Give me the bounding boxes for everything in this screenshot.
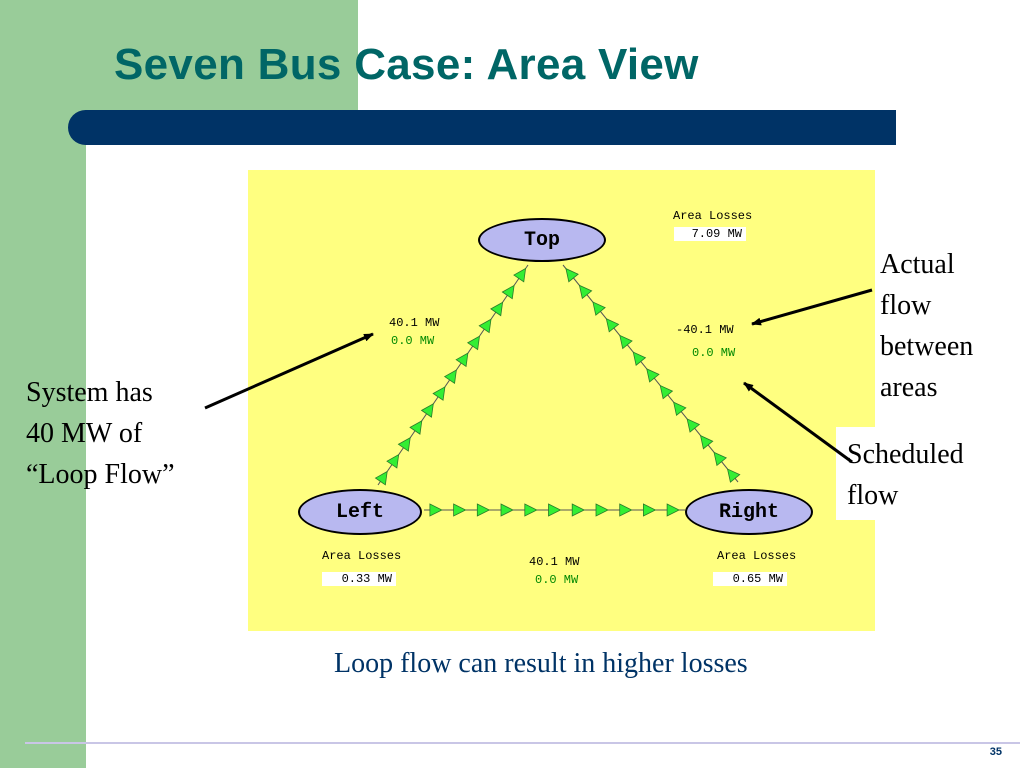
flow-top-right-arrow: [632, 351, 647, 366]
flow-top-right-arrow: [578, 284, 593, 300]
flow-left-right-arrow: [429, 503, 443, 517]
flow-left-top-arrow: [409, 420, 423, 435]
title-bar: [68, 110, 896, 145]
flow-left-top-arrow: [455, 352, 469, 368]
flow-top-right-arrow: [619, 334, 633, 350]
area-node-left[interactable]: Left: [298, 489, 422, 535]
flow-left-top-arrow: [420, 403, 434, 418]
flow-top-right-arrow: [673, 401, 687, 417]
actual-flow-annotation: Actual flow between areas: [880, 244, 973, 408]
flow-left-top-arrow: [513, 267, 527, 283]
flow-left-top-arrow: [386, 453, 400, 469]
flow-left-top-arrow: [490, 301, 504, 317]
flow-top-right-scheduled: 0.0 MW: [692, 346, 736, 360]
scheduled-flow-line-1: Scheduled: [847, 439, 964, 470]
top-losses-label: Area Losses: [673, 209, 753, 223]
flow-left-top-arrow: [467, 335, 480, 351]
flow-left-right-arrow: [595, 503, 609, 517]
footer-divider: [25, 742, 1020, 744]
flow-top-right-arrow: [646, 368, 660, 383]
flow-left-right-arrow: [548, 503, 562, 517]
loop-flow-annotation: System has 40 MW of “Loop Flow”: [26, 372, 175, 495]
flow-left-top-arrow: [478, 318, 492, 334]
scheduled-flow-line-2: flow: [847, 480, 899, 511]
flow-left-top-arrow: [443, 369, 457, 385]
scheduled-flow-box: [836, 427, 996, 520]
flow-left-top-actual: 40.1 MW: [389, 316, 440, 330]
left-losses-label: Area Losses: [322, 549, 402, 563]
area-node-right-label: Right: [718, 500, 779, 524]
actual-flow-line-4: areas: [880, 372, 938, 403]
actual-flow-line-1: Actual: [880, 249, 955, 280]
content-corner: [86, 145, 116, 175]
top-losses-value: 7.09 MW: [674, 227, 746, 241]
flow-left-top-scheduled: 0.0 MW: [391, 334, 435, 348]
flow-lines: [374, 264, 741, 517]
flow-left-right-arrow: [476, 503, 491, 517]
flow-left-right-scheduled: 0.0 MW: [535, 573, 579, 587]
flow-left-top-arrow: [432, 386, 446, 401]
page-number: 35: [989, 746, 1002, 758]
flow-top-right-arrow: [686, 418, 701, 433]
flow-top-right-arrow: [726, 468, 741, 483]
right-losses-label: Area Losses: [717, 549, 797, 563]
loop-flow-line-1: System has: [26, 377, 153, 408]
flow-left-top-arrow: [374, 470, 388, 486]
loop-flow-line-2: 40 MW of: [26, 418, 143, 449]
flow-top-right-arrow: [699, 434, 714, 450]
flow-left-right-arrow: [619, 503, 633, 517]
flow-top-right-arrow: [605, 318, 620, 333]
flow-top-right-actual: -40.1 MW: [676, 323, 734, 337]
right-losses-value: 0.65 MW: [713, 572, 787, 586]
flow-left-top-arrow: [501, 284, 515, 300]
area-node-top[interactable]: Top: [478, 218, 606, 262]
flow-top-right-arrow: [713, 451, 727, 467]
area-node-top-label: Top: [523, 228, 560, 252]
loop-flow-line-3: “Loop Flow”: [26, 459, 175, 490]
slide-title: Seven Bus Case: Area View: [114, 40, 699, 89]
flow-left-right-arrow: [571, 503, 586, 517]
flow-left-top-arrow: [397, 437, 411, 452]
scheduled-flow-annotation: Scheduled flow: [847, 434, 964, 516]
actual-flow-line-2: flow: [880, 290, 932, 321]
area-node-right[interactable]: Right: [685, 489, 813, 535]
flow-left-right-actual: 40.1 MW: [529, 555, 580, 569]
flow-top-right-arrow: [592, 301, 606, 316]
title-band: [0, 0, 358, 110]
flow-top-right-arrow: [659, 384, 674, 400]
flow-left-right-arrow: [666, 503, 680, 517]
flow-left-right-arrow: [524, 503, 538, 517]
flow-left-right-arrow: [642, 503, 657, 517]
flow-top-right-arrow: [565, 267, 579, 283]
area-node-left-label: Left: [335, 500, 384, 524]
flow-left-right-arrow: [453, 503, 467, 517]
flow-left-right-arrow: [500, 503, 514, 517]
actual-flow-line-3: between: [880, 331, 974, 362]
area-view-diagram: Area Losses 7.09 MW Top 40.1 MW 0.0 MW -…: [248, 170, 875, 631]
left-losses-value: 0.33 MW: [322, 572, 396, 586]
slide-caption: Loop flow can result in higher losses: [334, 648, 748, 679]
